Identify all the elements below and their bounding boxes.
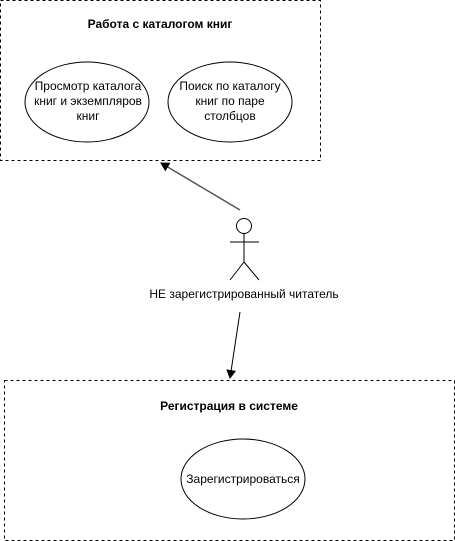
actor-head bbox=[236, 218, 252, 234]
actor-right-leg bbox=[243, 261, 260, 281]
catalog-group-title: Работа с каталогом книг bbox=[87, 17, 233, 31]
use-case-view-catalog-line-2: книг и экземпляров bbox=[34, 94, 142, 108]
association-arrow-to-catalog[interactable] bbox=[160, 162, 241, 211]
use-case-search-catalog-line-2: книг по паре bbox=[195, 94, 265, 108]
actor-stick-figure[interactable] bbox=[229, 218, 260, 281]
use-case-view-catalog-line-1: Просмотр каталога bbox=[34, 79, 142, 93]
use-case-search-catalog-line-3: столбцов bbox=[204, 109, 256, 123]
actor-left-leg bbox=[229, 261, 245, 281]
use-case-search-catalog-line-1: Поиск по каталогу bbox=[179, 79, 281, 93]
use-case-search-catalog-label: Поиск по каталогу книг по паре столбцов bbox=[168, 79, 292, 124]
use-case-view-catalog-ellipse[interactable] bbox=[24, 61, 150, 143]
association-arrow-to-registration[interactable] bbox=[226, 311, 241, 379]
use-case-register-label: Зарегистрироваться bbox=[181, 472, 305, 487]
use-case-register-ellipse[interactable] bbox=[180, 438, 306, 520]
actor-name-label: НЕ зарегистрированный читатель bbox=[149, 287, 339, 301]
use-case-view-catalog-label: Просмотр каталога книг и экземпляров кни… bbox=[26, 79, 150, 124]
use-case-search-catalog-ellipse[interactable] bbox=[167, 61, 293, 143]
use-case-register-line-1: Зарегистрироваться bbox=[186, 472, 300, 486]
use-case-view-catalog-line-3: книг bbox=[76, 109, 100, 123]
registration-group-title: Регистрация в системе bbox=[160, 399, 298, 413]
